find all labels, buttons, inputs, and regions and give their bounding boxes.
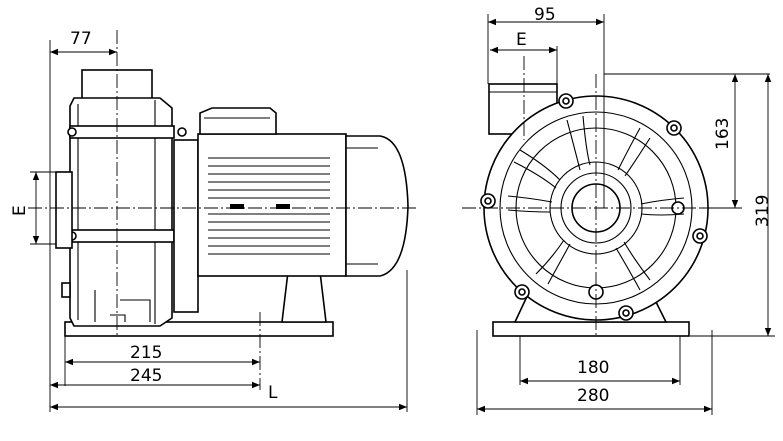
motor-housing [197,133,347,277]
terminal-box [199,107,277,135]
dim-77-label: 77 [70,29,92,49]
dim-95-label: 95 [534,5,556,25]
housing-bolts [480,93,708,321]
front-base-plate [492,321,690,337]
front-view: 95 E 163 319 180 280 [462,5,775,415]
body-band-bottom [69,229,175,243]
motor-fins [208,157,330,255]
dim-245-label: 245 [130,366,162,386]
dim-180-label: 180 [577,358,609,378]
dim-L-label: L [268,383,278,403]
dim-E-front-label: E [516,30,527,50]
inlet-flange [55,171,73,249]
dim-319-label: 319 [753,195,773,227]
dim-163-label: 163 [713,118,733,150]
fan-cover [345,135,409,277]
dim-215-label: 215 [130,343,162,363]
housing-ribs [507,115,685,291]
side-view: 77 E 215 245 L [10,29,418,412]
dim-280-label: 280 [577,386,609,406]
dim-E-side-label: E [10,205,30,216]
body-band-top [69,125,175,139]
